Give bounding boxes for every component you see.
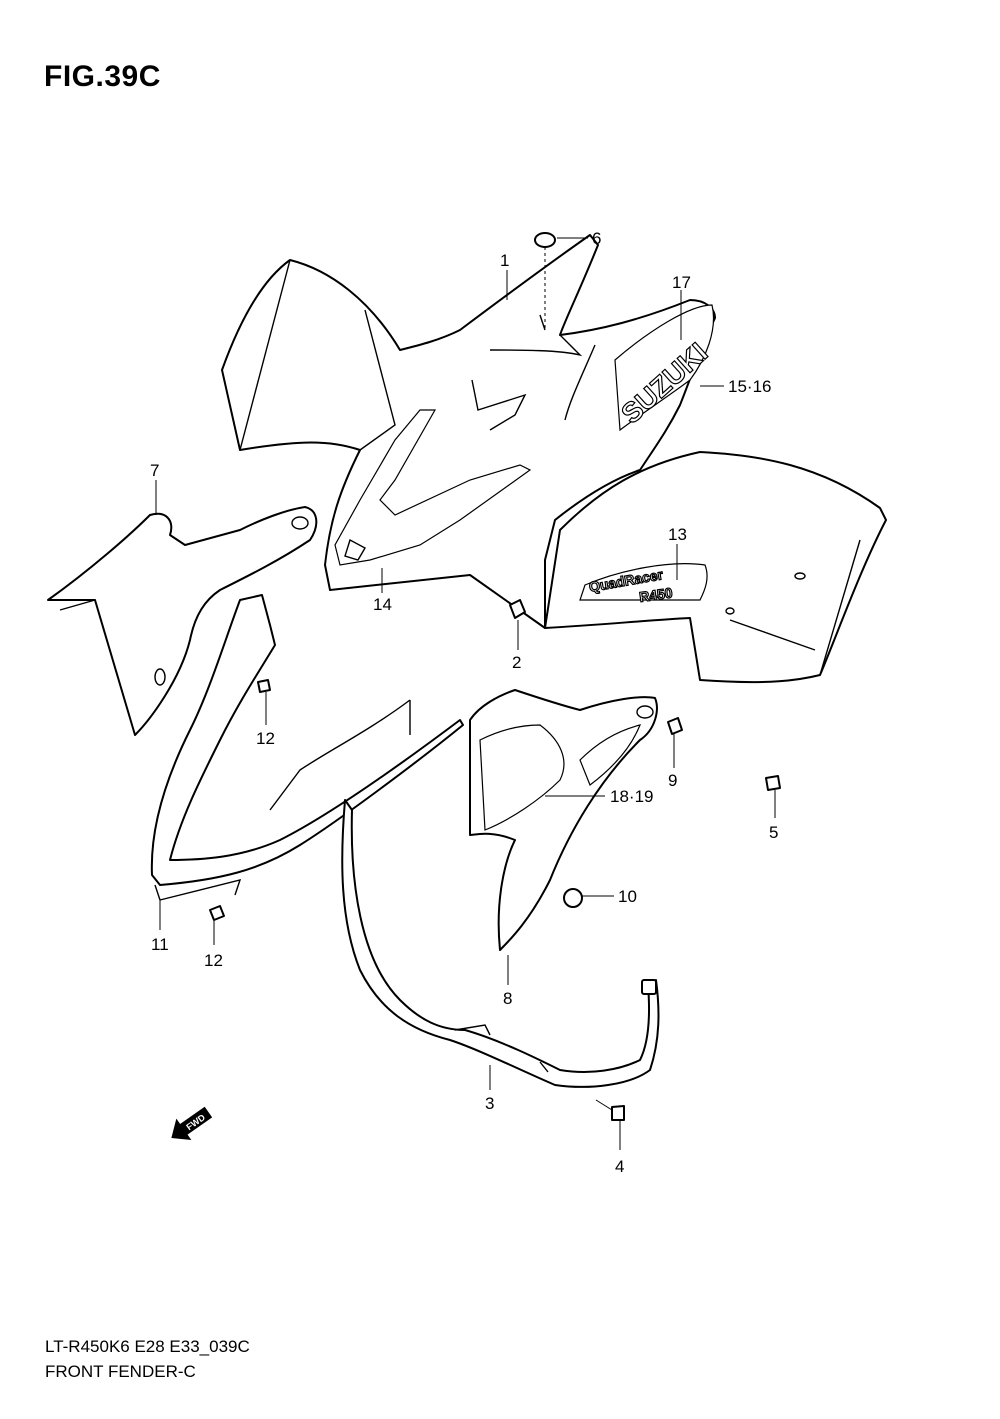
callout-6: 6: [592, 229, 601, 248]
fastener-part-6: [534, 232, 556, 330]
callout-10: 10: [618, 887, 637, 906]
fastener-part-12-lower: [209, 905, 225, 921]
callout-18-19: 18·19: [610, 787, 653, 806]
fastener-part-9: [667, 717, 683, 735]
callout-13: 13: [668, 525, 687, 544]
fastener-part-5: [765, 775, 781, 791]
fastener-part-4: [595, 1099, 625, 1121]
fastener-part-2: [509, 599, 526, 619]
center-mud-flap-part-8: [469, 689, 658, 951]
callout-17: 17: [672, 273, 691, 292]
figure-title: FIG.39C: [44, 60, 161, 93]
figure-name: FRONT FENDER-C: [45, 1362, 196, 1381]
callout-1: 1: [500, 251, 509, 270]
callout-4: 4: [615, 1157, 624, 1176]
fender-stay-part-3: [341, 799, 660, 1088]
callout-7: 7: [150, 461, 159, 480]
callout-labels: 6 1 17 15·16 7 13 14 2 12 9 18·19 5 10 1…: [150, 229, 778, 1176]
callout-5: 5: [769, 823, 778, 842]
figure-code: LT-R450K6 E28 E33_039C: [45, 1337, 250, 1356]
fastener-part-12-upper: [257, 679, 271, 693]
callout-8: 8: [503, 989, 512, 1008]
callout-leaders: [155, 237, 776, 1150]
callout-14: 14: [373, 595, 392, 614]
forward-arrow-icon: FWD: [171, 1106, 213, 1141]
callout-11: 11: [151, 935, 169, 954]
left-mud-guard-part-7: [47, 506, 318, 736]
callout-9: 9: [668, 771, 677, 790]
callout-3: 3: [485, 1094, 494, 1113]
front-fender-part-1: [221, 234, 716, 629]
left-inner-panel-part-11: [150, 594, 464, 901]
callout-12-upper: 12: [256, 729, 275, 748]
callout-15-16: 15·16: [728, 377, 771, 396]
r450-text: R450: [638, 584, 674, 605]
fastener-part-10: [563, 888, 583, 908]
right-fender-panel: QuadRacer R450: [544, 451, 887, 684]
callout-2: 2: [512, 653, 521, 672]
callout-12-lower: 12: [204, 951, 223, 970]
